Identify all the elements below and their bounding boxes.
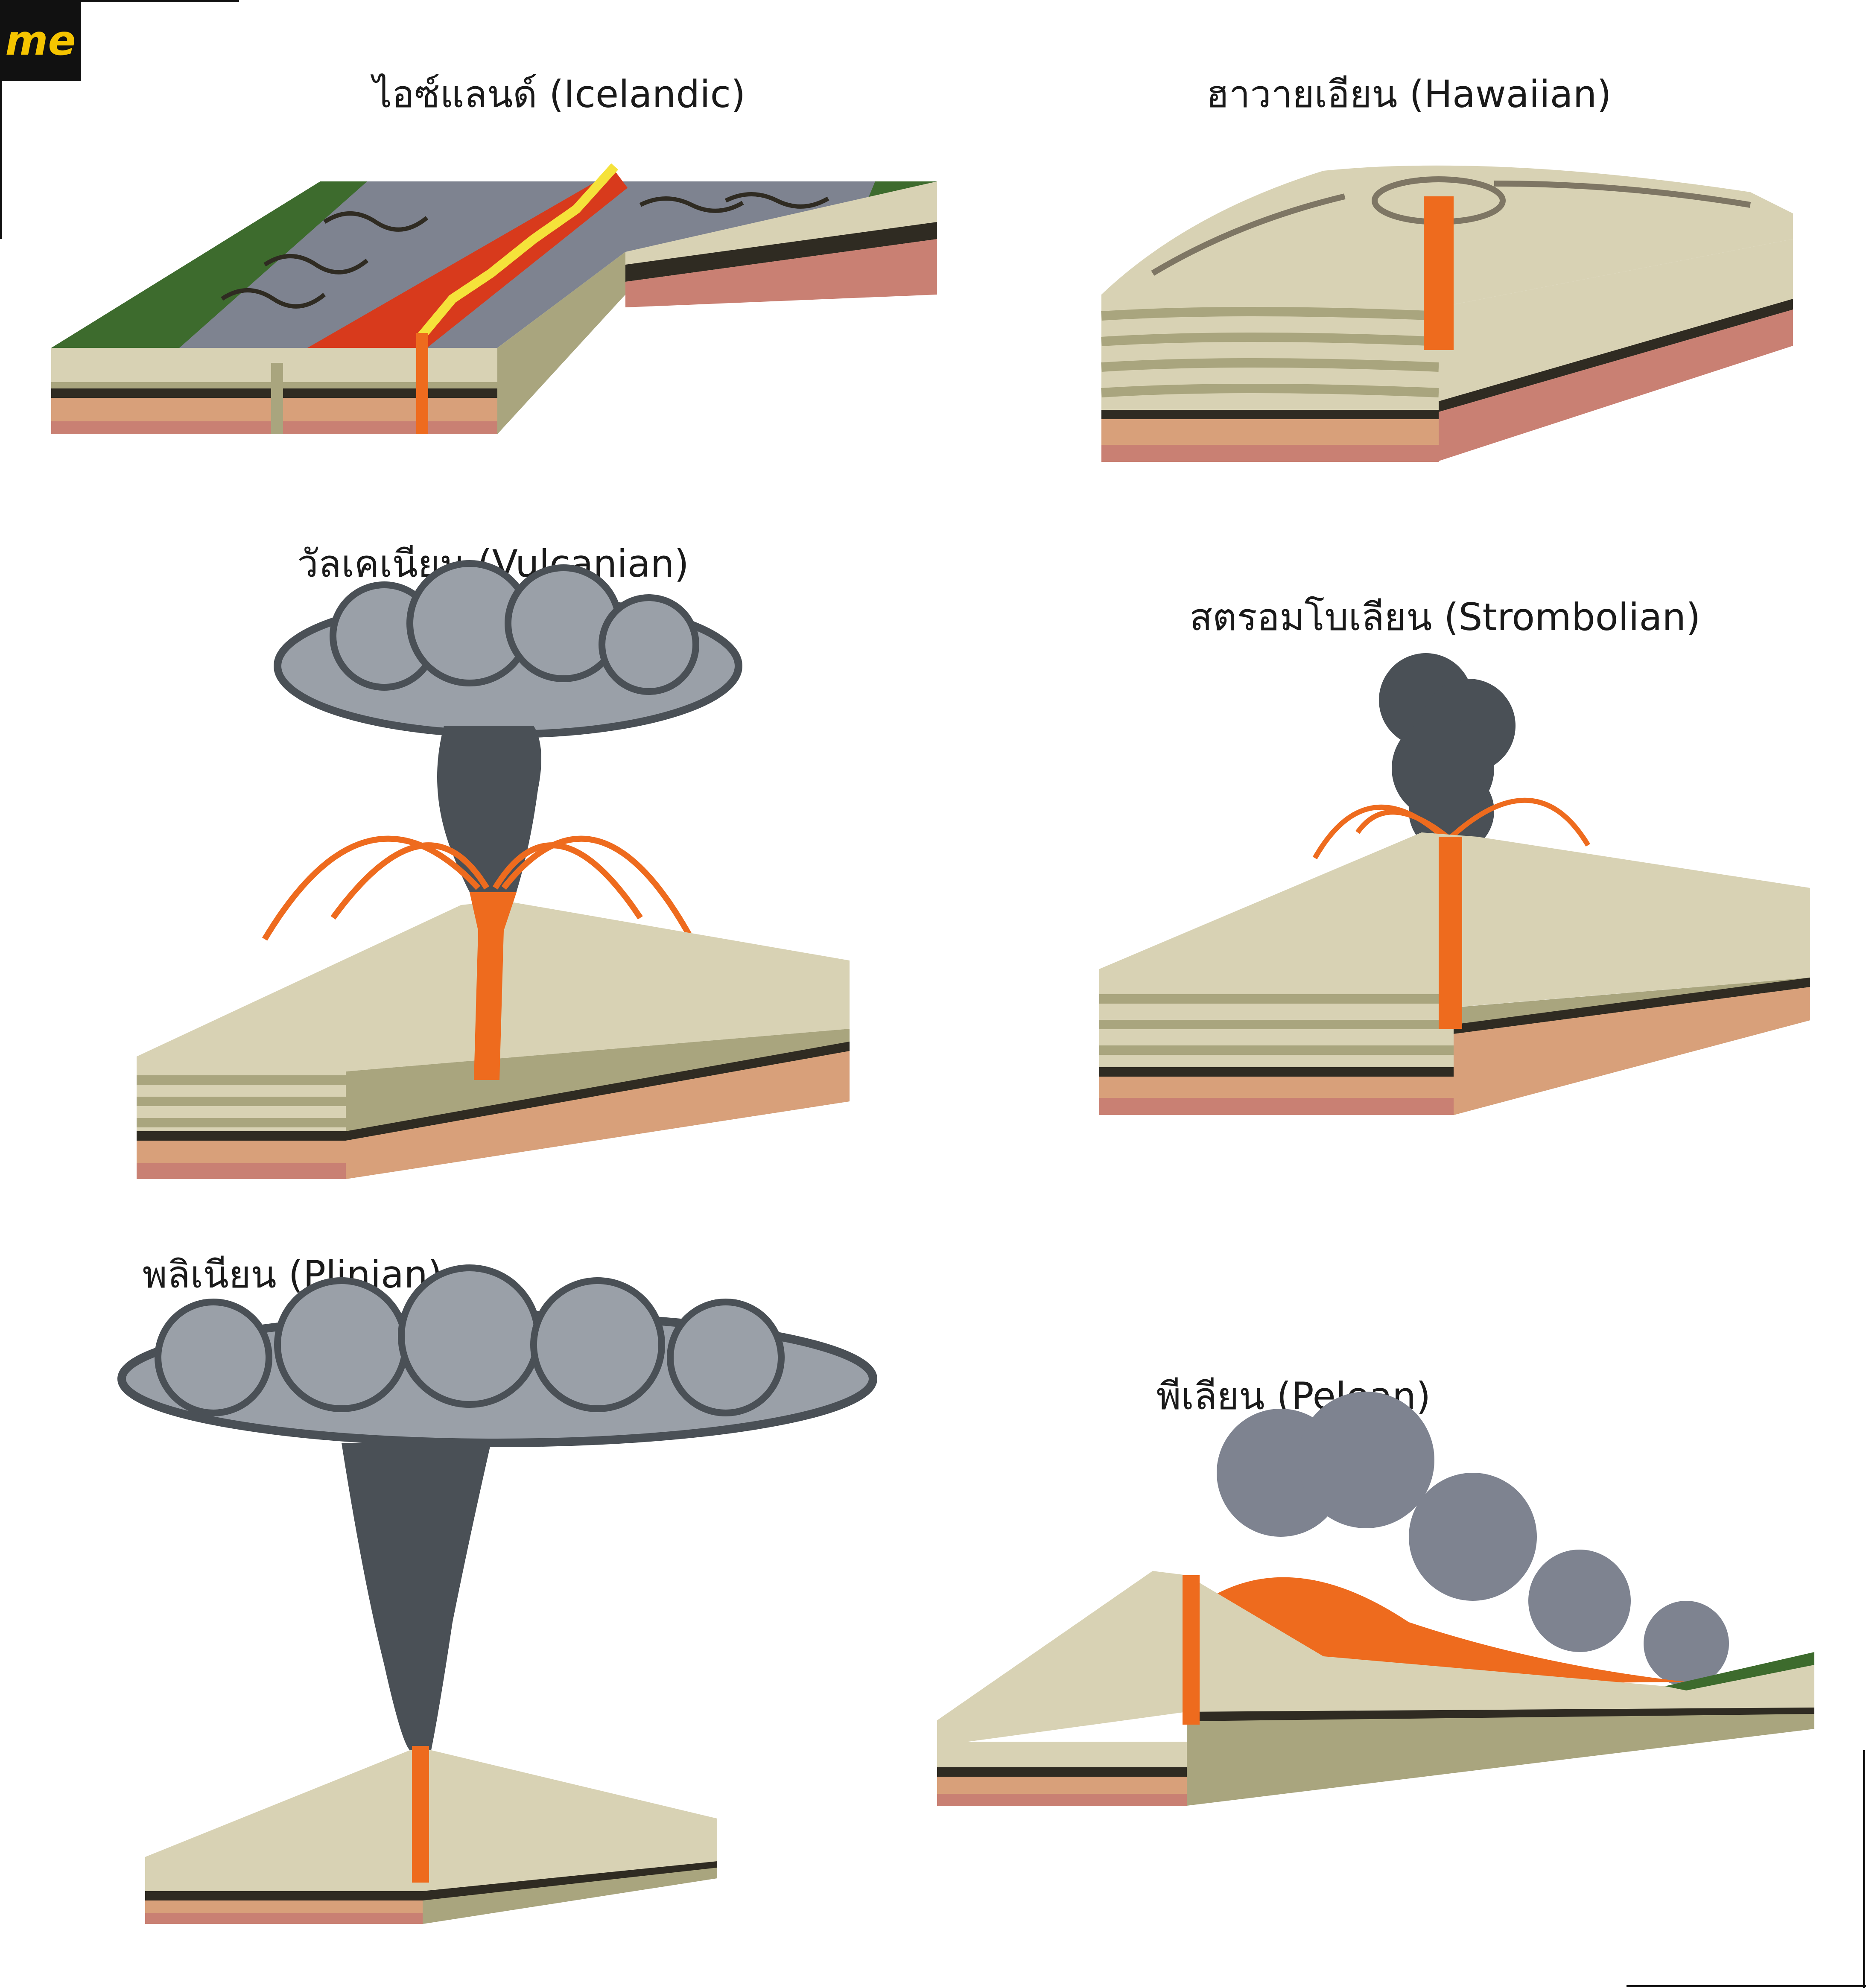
icelandic-rock-surface: [179, 181, 937, 348]
icelandic-cracks: [221, 192, 829, 309]
icelandic-dike: [416, 333, 428, 434]
hawaiian-diagram: [1101, 165, 1793, 462]
pelean-diagram: [937, 1392, 1814, 1806]
frame-left-line: [0, 0, 2, 239]
plinian-magma-conduit: [412, 1746, 429, 1883]
pelean-ash-cloud: [1217, 1392, 1729, 1686]
frame-top-line: [0, 0, 239, 2]
vulcanian-magma-conduit: [470, 892, 517, 1080]
frame-right-line: [1863, 1750, 1865, 1988]
title-hawaiian: ฮาวายเอียน (Hawaiian): [1206, 72, 1612, 116]
title-plinian: พลิเนียน (Plinian): [142, 1252, 443, 1296]
strombolian-ash-plume: [1379, 653, 1516, 854]
strombolian-lava-ejecta: [1312, 797, 1591, 859]
strombolian-magma-conduit: [1439, 837, 1462, 1029]
pelean-magma-conduit: [1183, 1575, 1200, 1725]
vulcanian-diagram: [137, 560, 850, 1179]
logo-text: me: [5, 17, 76, 64]
pelean-grass: [1665, 1652, 1814, 1690]
vulcanian-lava-ejecta: [262, 835, 695, 941]
icelandic-diagram: [51, 163, 937, 434]
title-icelandic: ไอซ์แลนด์ (Icelandic): [373, 72, 746, 116]
icelandic-lava-flow: [307, 171, 628, 348]
plinian-diagram: [117, 1264, 877, 1924]
icelandic-right-face: [497, 252, 625, 434]
pelean-volcano-slope: [937, 1571, 1814, 1746]
strombolian-diagram: [1099, 653, 1810, 1115]
vulcanian-ash-column: [437, 726, 541, 905]
plinian-volcano-slope: [145, 1750, 717, 1891]
title-strombolian: สตรอมโบเลียน (Strombolian): [1189, 595, 1701, 639]
frame-bottom-line: [1627, 1985, 1866, 1987]
plinian-ash-column: [342, 1443, 491, 1750]
hawaiian-magma-conduit: [1424, 196, 1454, 350]
icelandic-lava-fissure: [417, 163, 619, 341]
me-logo: me: [0, 0, 81, 81]
